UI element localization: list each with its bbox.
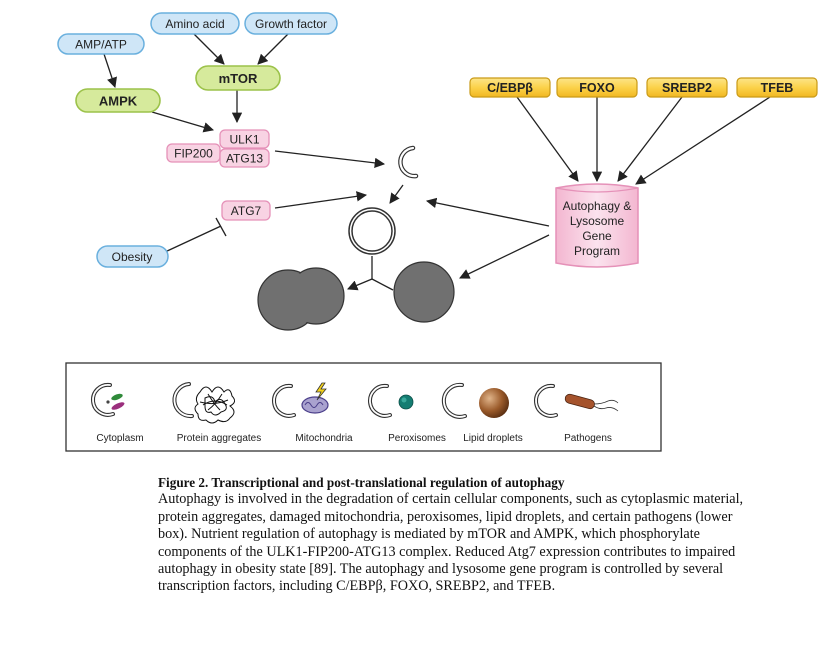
cytoplasm-dot-icon (106, 400, 110, 404)
cargo-lipid-droplets: Lipid droplets (441, 382, 523, 444)
cargo-pathogens: Pathogens (533, 383, 619, 444)
arrow-program-lysosome (459, 234, 550, 279)
autophagy-regulation-diagram: AMP/ATP Amino acid Growth factor Obesity… (57, 12, 818, 452)
ulk1-complex: ULK1 FIP200 ATG13 (166, 129, 270, 168)
cargo-peroxisomes: Peroxisomes (367, 383, 446, 444)
atg7-node: ATG7 (221, 200, 271, 221)
arrow-atg7-phagophore (274, 191, 368, 209)
cargo-label-cytoplasm: Cytoplasm (96, 433, 143, 444)
gene-program-line-1: Autophagy & (563, 199, 632, 213)
gene-program-node: Autophagy & Lysosome Gene Program (555, 183, 639, 268)
obesity-label: Obesity (112, 250, 153, 264)
autolysosome-shape (257, 267, 345, 331)
tfeb-node: TFEB (736, 77, 818, 98)
obesity-node: Obesity (96, 245, 169, 268)
fip200-node: FIP200 (166, 143, 221, 163)
cargo-cytoplasm: Cytoplasm (90, 382, 144, 444)
mtor-label: mTOR (219, 71, 258, 86)
amino-acid-label: Amino acid (165, 17, 224, 31)
peroxisome-phagophore-icon (367, 383, 392, 418)
arrow-aminoacid-mtor (193, 33, 225, 65)
lightning-bolt-icon (315, 382, 327, 401)
cytoplasm-purple-particle-icon (111, 402, 125, 410)
arrow-srebp2-program (617, 96, 683, 182)
arrow-growthfactor-mtor (257, 33, 289, 65)
mitochondria-phagophore-icon (271, 383, 296, 418)
growth-factor-node: Growth factor (244, 12, 338, 35)
ampk-label: AMPK (99, 94, 138, 109)
figure-caption: Figure 2. Transcriptional and post-trans… (158, 474, 758, 596)
lipid-phagophore-icon (441, 382, 467, 419)
ampk-node: AMPK (75, 88, 161, 113)
srebp2-node: SREBP2 (646, 77, 728, 98)
amp-atp-label: AMP/ATP (75, 38, 127, 52)
atg13-label: ATG13 (226, 152, 263, 166)
atg13-node: ATG13 (219, 148, 270, 168)
protein-aggregate-icon (194, 386, 236, 424)
arrow-tfeb-program (635, 96, 771, 185)
arrow-phagophore-autophagosome (389, 184, 404, 204)
lipid-droplet-icon (479, 388, 509, 418)
mtor-node: mTOR (195, 65, 281, 91)
cargo-mitochondria: Mitochondria (271, 382, 353, 444)
ulk1-label: ULK1 (229, 133, 259, 147)
arrow-ampatp-ampk (103, 53, 117, 88)
gene-program-line-3: Gene (582, 229, 612, 243)
bacterium-icon (564, 393, 619, 412)
atg7-label: ATG7 (231, 204, 262, 218)
autophagosome-shape (348, 207, 396, 255)
inhibition-bar (215, 217, 227, 237)
cargo-label-protein-aggregates: Protein aggregates (177, 433, 262, 444)
figure-caption-title: Figure 2. Transcriptional and post-trans… (158, 475, 565, 490)
fip200-label: FIP200 (174, 147, 213, 161)
srebp2-label: SREBP2 (662, 81, 712, 95)
cargo-label-peroxisomes: Peroxisomes (388, 433, 446, 444)
cargo-protein-aggregates: Protein aggregates (172, 382, 262, 444)
cargo-label-lipid-droplets: Lipid droplets (463, 433, 522, 444)
cebpb-label: C/EBPβ (487, 81, 533, 95)
fusion-left-arm (347, 278, 373, 291)
figure-caption-body: Autophagy is involved in the degradation… (158, 491, 744, 595)
amino-acid-node: Amino acid (150, 12, 240, 35)
cebpb-node: C/EBPβ (469, 77, 551, 98)
fusion-right-arm (371, 278, 394, 291)
cargo-label-mitochondria: Mitochondria (295, 433, 353, 444)
gene-program-line-4: Program (574, 244, 620, 258)
arrow-cebpb-program (516, 96, 579, 182)
pathogen-phagophore-icon (533, 383, 558, 418)
aggregates-phagophore-icon (172, 382, 194, 419)
ulk1-node: ULK1 (219, 129, 270, 149)
arrow-complex-phagophore (274, 150, 386, 169)
inhibition-obesity-atg7 (164, 225, 222, 253)
lysosome-shape (393, 261, 455, 323)
cargo-box (65, 362, 662, 452)
cytoplasm-phagophore-icon (90, 382, 115, 417)
tfeb-label: TFEB (761, 81, 794, 95)
phagophore-shape (398, 145, 419, 179)
mitochondrion-icon (301, 396, 329, 414)
cargo-label-pathogens: Pathogens (564, 433, 612, 444)
arrow-program-autophagosome (425, 197, 550, 227)
peroxisome-icon (398, 394, 414, 410)
foxo-label: FOXO (579, 81, 615, 95)
amp-atp-node: AMP/ATP (57, 33, 145, 55)
arrow-ampk-ulk1 (151, 111, 214, 133)
cytoplasm-green-particle-icon (111, 393, 123, 401)
gene-program-line-2: Lysosome (570, 214, 625, 228)
foxo-node: FOXO (556, 77, 638, 98)
growth-factor-label: Growth factor (255, 17, 327, 31)
connector-lines (103, 33, 771, 291)
